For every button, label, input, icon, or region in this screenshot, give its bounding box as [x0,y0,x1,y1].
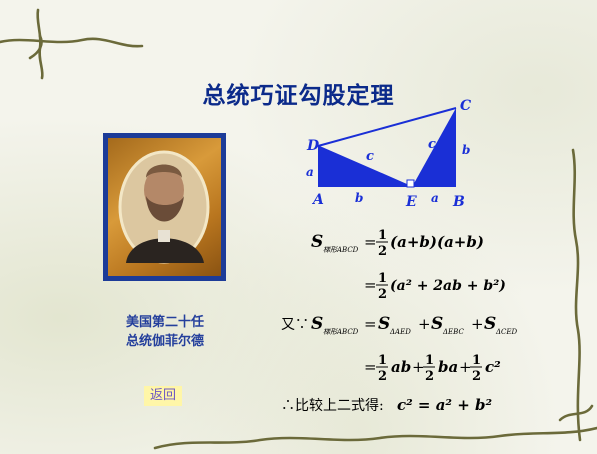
formula4-f1-den: 2 [378,369,387,384]
side-label-bc: b [462,143,470,157]
vertex-label-d: D [306,138,320,154]
edge-dc [317,107,457,147]
portrait-background [108,138,221,276]
formula1-sub: 梯形ABCD [323,246,359,254]
formula4-t3: c² [485,358,501,376]
formula1-s: S [311,232,323,252]
side-label-de: c [366,149,374,164]
formula4-f3-num: 1 [472,353,481,368]
formula4-eq: = [364,358,377,376]
formula4-t2: ba [438,358,458,376]
formula2-frac-den: 2 [378,287,387,302]
formula3-s: S [311,314,323,334]
formula3-eq: = [364,315,377,333]
caption-line2: 总统伽菲尔德 [125,334,204,349]
vertex-label-b: B [452,194,465,210]
garfield-portrait-image [118,150,210,264]
formula3-t2: S [431,314,443,334]
vertex-label-c: C [460,98,471,114]
formula2-eq: = [364,276,377,294]
formula3-t3: S [484,314,496,334]
formula4-f1-num: 1 [378,353,387,368]
formula3-t1-sub: ΔAED [389,328,411,336]
portrait-frame [103,133,226,281]
formula4-f3-den: 2 [472,369,481,384]
vertex-label-e: E [405,194,417,210]
formula3-t1: S [378,314,390,334]
formula4-f2-num: 1 [425,353,434,368]
formula4-plus1: + [412,358,425,376]
back-button[interactable]: 返回 [144,386,182,406]
formula3-plus2: + [471,315,484,333]
formula1-rhs: (a+b)(a+b) [390,233,484,251]
formula3-plus1: + [418,315,431,333]
formula3-t2-sub: ΔEBC [442,328,464,336]
formula3-sub: 梯形ABCD [323,328,359,336]
formula4-f2-den: 2 [425,369,434,384]
side-label-ae: b [355,191,363,205]
triangle-ebc [412,108,456,187]
right-angle-mark [406,179,415,188]
side-label-ec: c [428,137,436,152]
formula5-prefix: ∴比较上二式得: [281,397,384,414]
formula2-rhs: (a² + 2ab + b²) [390,278,506,294]
formula3-prefix: 又∵ [281,317,309,333]
formula1-frac-den: 2 [378,244,387,259]
formula2-frac-num: 1 [378,271,387,286]
formula3-t3-sub: ΔCED [495,328,518,336]
side-label-ad: a [306,165,314,179]
portrait-caption: 美国第二十任 总统伽菲尔德 [102,313,228,351]
page-title: 总统巧证勾股定理 [202,83,395,109]
caption-line1: 美国第二十任 [125,315,204,330]
formula4-plus2: + [459,358,472,376]
vertex-label-a: A [311,192,324,208]
edge-de [317,145,413,188]
formula4-t1: ab [391,358,411,376]
formula5-eq: c² = a² + b² [397,396,493,414]
formula1-eq: = [364,233,377,251]
side-label-eb: a [431,191,439,205]
formula1-frac-num: 1 [378,228,387,243]
